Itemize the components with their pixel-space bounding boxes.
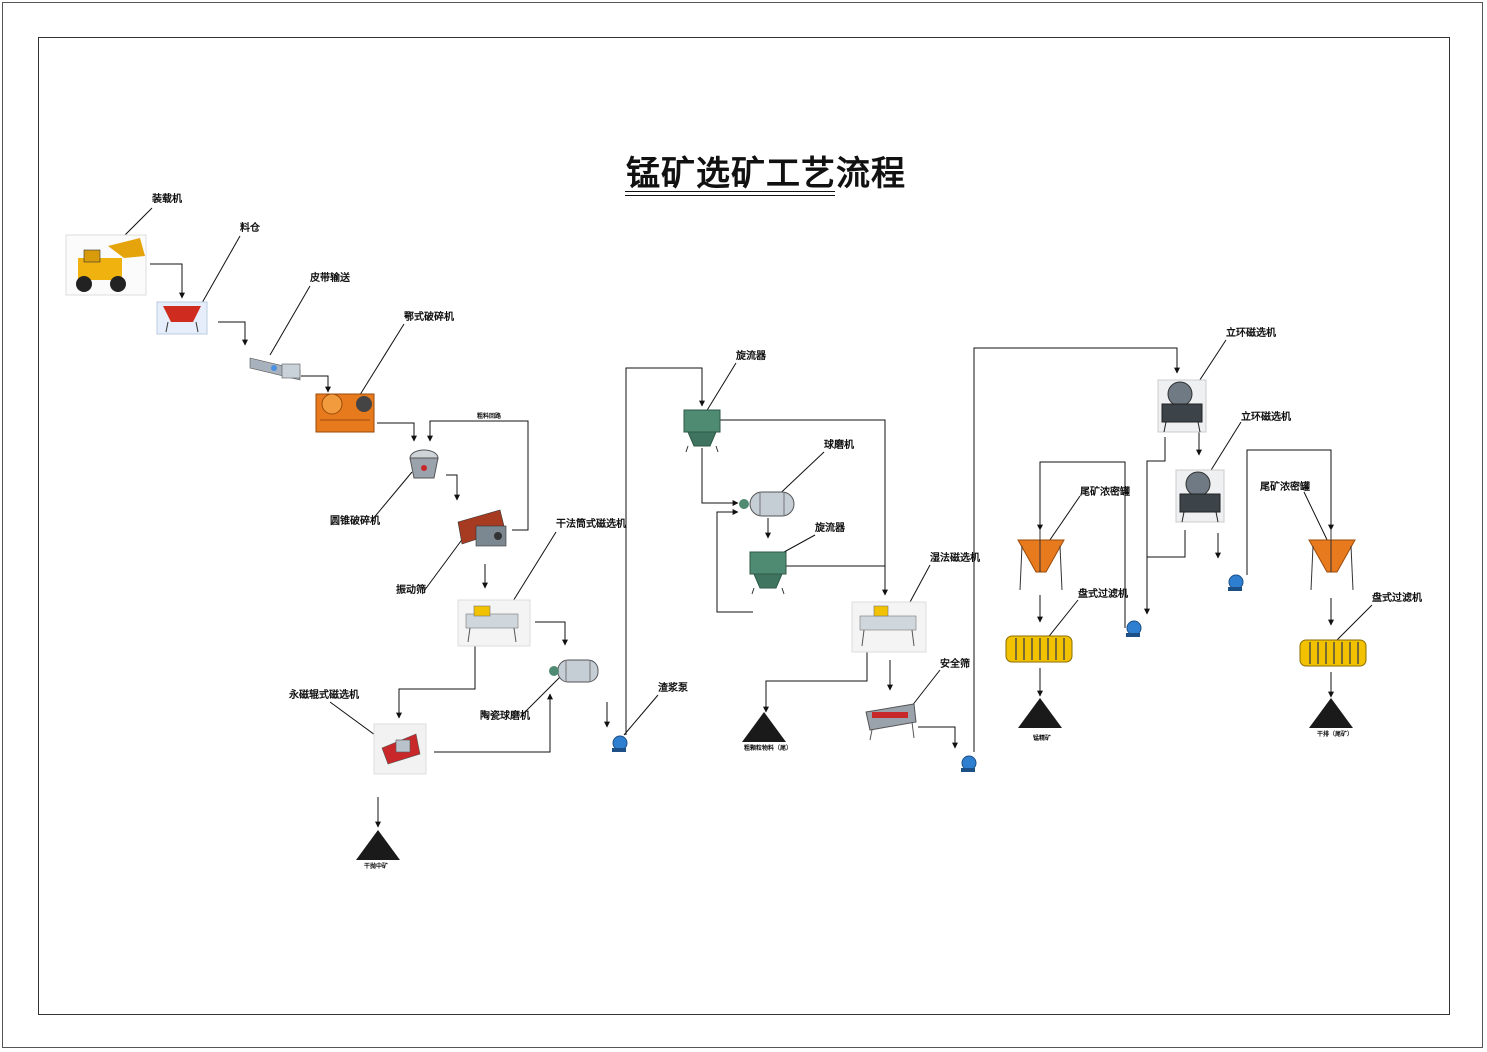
label-cone-crusher: 圆锥破碎机 <box>330 516 380 527</box>
cone-crusher-icon <box>409 449 439 479</box>
label-vibrating-screen: 振动筛 <box>396 585 426 596</box>
label-leaders <box>111 207 1373 747</box>
disc-filter-icon-2 <box>1299 639 1367 667</box>
label-cyclone-1: 旋流器 <box>736 351 766 362</box>
label-safety-screen: 安全筛 <box>940 659 970 670</box>
product-pile-icon-3 <box>1018 698 1062 728</box>
label-disc-filter-1: 盘式过滤机 <box>1078 589 1128 600</box>
ball-mill-icon <box>739 491 795 517</box>
output-dry-stack: 干排（尾矿） <box>1317 731 1354 738</box>
roller-separator-icon <box>373 723 427 775</box>
product-pile-icon-2 <box>742 712 786 742</box>
label-disc-filter-2: 盘式过滤机 <box>1372 593 1422 604</box>
hydrocyclone-icon-2 <box>749 551 787 595</box>
output-dry-tailings: 干抛中矿 <box>364 863 389 870</box>
slurry-pump-icon-3 <box>1126 620 1142 637</box>
product-pile-icon <box>356 830 400 860</box>
title-underline <box>625 191 835 192</box>
label-jaw-crusher: 鄂式破碎机 <box>404 312 454 323</box>
disc-filter-icon <box>1005 635 1073 663</box>
wheel-loader-icon <box>65 234 147 296</box>
jaw-crusher-icon <box>315 393 375 433</box>
thickener-icon <box>1017 528 1065 591</box>
ring-separator-icon <box>1157 379 1207 433</box>
label-ball-mill: 球磨机 <box>824 440 854 451</box>
label-thickener-1: 尾矿浓密罐 <box>1080 487 1130 498</box>
dry-drum-separator-icon <box>457 599 531 647</box>
safety-screen-icon <box>865 703 917 741</box>
wet-separator-icon <box>851 601 927 653</box>
label-bin: 料仓 <box>240 223 260 234</box>
label-cyclone-2: 旋流器 <box>815 523 845 534</box>
label-ring-separator-2: 立环磁选机 <box>1241 412 1291 423</box>
label-dry-drum-separator: 干法筒式磁选机 <box>556 519 626 530</box>
ring-separator-icon-2 <box>1175 469 1225 523</box>
slurry-pump-icon <box>612 735 628 752</box>
label-loader: 装载机 <box>152 194 182 205</box>
hydrocyclone-icon <box>683 409 721 453</box>
label-return-loop: 粗料回路 <box>477 413 502 420</box>
belt-conveyor-icon <box>249 357 301 381</box>
output-coarse-tailings: 粗颗粒物料（尾） <box>744 745 793 752</box>
diagram-title: 锰矿选矿工艺流程 <box>626 154 906 194</box>
drawing-frame <box>38 37 1450 1015</box>
ceramic-ball-mill-icon <box>549 659 599 683</box>
product-pile-icon-4 <box>1309 698 1353 728</box>
label-ring-separator-1: 立环磁选机 <box>1226 328 1276 339</box>
thickener-icon-2 <box>1308 528 1356 591</box>
label-ceramic-ball-mill: 陶瓷球磨机 <box>480 711 530 722</box>
label-thickener-2: 尾矿浓密罐 <box>1260 482 1310 493</box>
slurry-pump-icon-4 <box>1228 574 1244 591</box>
flow-connectors <box>150 263 1334 828</box>
title-underline-2 <box>625 195 835 196</box>
label-slurry-pump: 渣浆泵 <box>658 683 688 694</box>
slurry-pump-icon-2 <box>961 755 977 772</box>
vibrating-screen-icon <box>457 509 507 547</box>
label-belt: 皮带输送 <box>310 273 350 284</box>
feed-bin-icon <box>156 301 208 335</box>
output-concentrate: 锰精矿 <box>1033 735 1052 742</box>
label-roller-separator: 永磁辊式磁选机 <box>289 690 359 701</box>
label-wet-separator: 湿法磁选机 <box>930 553 980 564</box>
